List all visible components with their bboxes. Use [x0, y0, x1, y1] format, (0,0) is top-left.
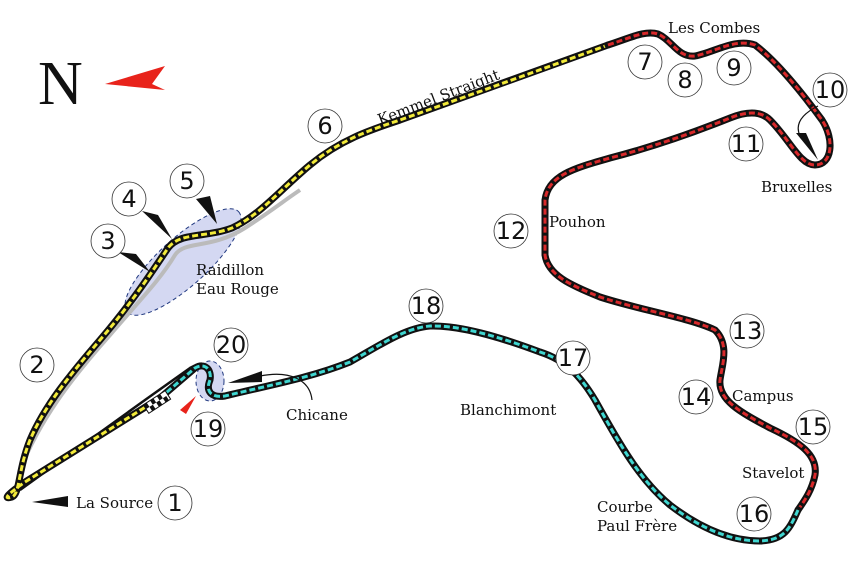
turn-9: 9 [716, 50, 752, 86]
north-label: N [38, 50, 83, 118]
start-finish-flag-icon [142, 390, 172, 414]
svg-text:15: 15 [798, 413, 829, 441]
label-stavelot: Stavelot [742, 464, 804, 482]
turn-16: 16 [736, 496, 772, 532]
label-courbe: Courbe [597, 498, 653, 516]
turn-6: 6 [307, 108, 343, 144]
sector-1-track [3, 41, 612, 502]
label-kemmel-straight: Kemmel Straight [375, 66, 502, 129]
label-la-source: La Source [76, 494, 153, 512]
turn-20: 20 [213, 327, 249, 363]
label-les-combes: Les Combes [668, 19, 760, 37]
svg-text:16: 16 [739, 500, 770, 528]
svg-text:10: 10 [815, 76, 846, 104]
turn-7: 7 [627, 44, 663, 80]
pointer-3-icon [118, 252, 150, 272]
turn-14: 14 [678, 379, 714, 415]
turn-15: 15 [795, 409, 831, 445]
turn-19: 19 [190, 411, 226, 447]
svg-text:9: 9 [726, 54, 741, 82]
svg-text:18: 18 [411, 292, 442, 320]
turn-13: 13 [729, 313, 765, 349]
pointer-la-source-icon [32, 496, 68, 507]
svg-text:8: 8 [677, 66, 692, 94]
label-bruxelles: Bruxelles [761, 178, 832, 196]
label-raidillon: Raidillon [196, 261, 264, 279]
sector-2-track [541, 29, 834, 514]
label-paul-frere: Paul Frère [597, 517, 677, 535]
label-campus: Campus [732, 387, 794, 405]
svg-text:17: 17 [558, 344, 589, 372]
turn-1: 1 [157, 485, 193, 521]
pointer-4-icon [142, 211, 172, 239]
turn-11: 11 [728, 126, 764, 162]
turn-12: 12 [493, 213, 529, 249]
svg-text:11: 11 [731, 130, 762, 158]
svg-text:6: 6 [317, 112, 332, 140]
turn-2: 2 [19, 347, 55, 383]
turn-4: 4 [111, 181, 147, 217]
turn-5: 5 [169, 163, 205, 199]
label-pouhon: Pouhon [549, 213, 606, 231]
svg-text:7: 7 [637, 48, 652, 76]
svg-text:12: 12 [496, 217, 527, 245]
label-eau-rouge: Eau Rouge [196, 280, 279, 298]
turn-3: 3 [90, 223, 126, 259]
svg-text:5: 5 [179, 167, 194, 195]
north-arrow-icon [105, 66, 165, 90]
turn-10: 10 [812, 72, 848, 108]
runoff-shadow [18, 188, 302, 471]
turn-8: 8 [667, 62, 703, 98]
turn-18: 18 [408, 288, 444, 324]
svg-text:2: 2 [29, 351, 44, 379]
svg-text:4: 4 [121, 185, 136, 213]
svg-text:14: 14 [681, 383, 712, 411]
svg-text:3: 3 [100, 227, 115, 255]
sector-3-track [156, 322, 802, 545]
turn-17: 17 [555, 340, 591, 376]
label-blanchimont: Blanchimont [460, 401, 556, 419]
svg-text:20: 20 [216, 331, 247, 359]
pointer-10-icon [796, 133, 818, 160]
svg-text:13: 13 [732, 317, 763, 345]
direction-arrow-icon [180, 396, 196, 414]
label-chicane: Chicane [286, 406, 348, 424]
pointer-chicane-icon [228, 371, 262, 383]
svg-text:1: 1 [167, 489, 182, 517]
svg-text:19: 19 [193, 415, 224, 443]
pointer-5-icon [196, 196, 217, 224]
